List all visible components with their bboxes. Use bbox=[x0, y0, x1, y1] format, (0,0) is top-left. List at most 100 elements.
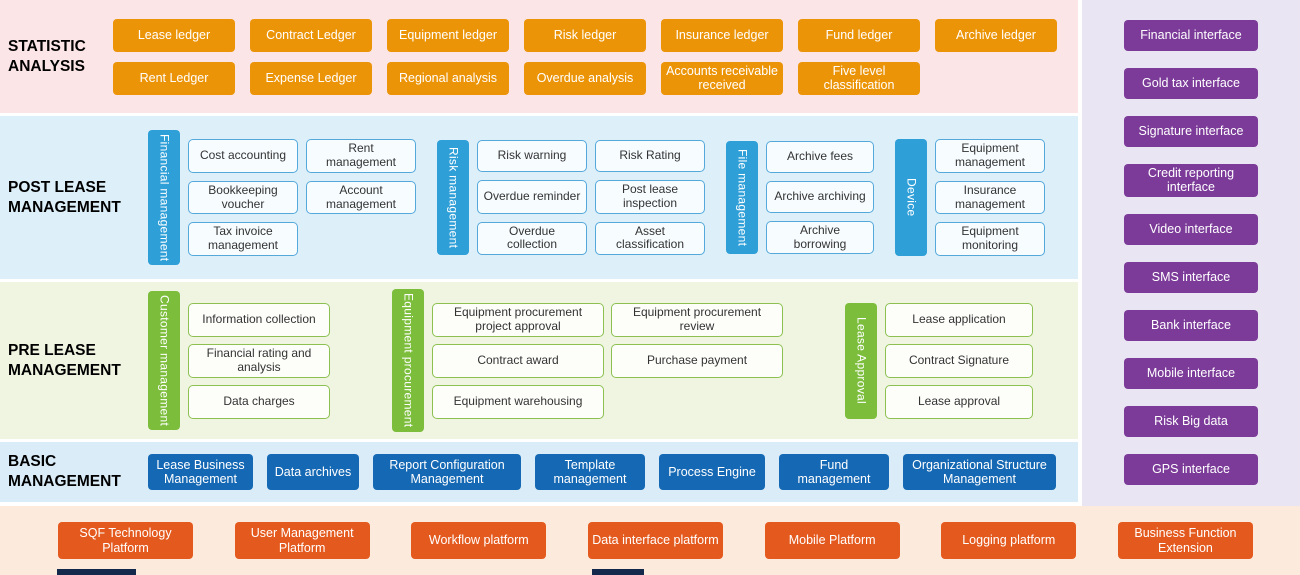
module-lease-application[interactable]: Lease application bbox=[885, 302, 1033, 337]
basic-chip-row: Lease Business Management Data archives … bbox=[148, 442, 1078, 502]
interface-chip-video[interactable]: Video interface bbox=[1124, 213, 1258, 245]
device-items: Equipment management Insurance managemen… bbox=[935, 139, 1045, 256]
interface-chip-credit-reporting[interactable]: Credit reporting interface bbox=[1124, 164, 1258, 197]
interface-chip-gps[interactable]: GPS interface bbox=[1124, 453, 1258, 485]
basic-section-title: BASIC MANAGEMENT bbox=[8, 452, 121, 490]
platform-chip-mobile[interactable]: Mobile Platform bbox=[764, 522, 900, 559]
module-account-management[interactable]: Account management bbox=[306, 180, 416, 215]
module-rent-management[interactable]: Rent management bbox=[306, 139, 416, 173]
post-lease-section-title: POST LEASE MANAGEMENT bbox=[8, 178, 121, 216]
group-customer-management: Customer management Information collecti… bbox=[148, 290, 330, 431]
statistic-section-title: STATISTIC ANALYSIS bbox=[8, 37, 86, 75]
stat-chip-expense-ledger[interactable]: Expense Ledger bbox=[250, 61, 372, 95]
group-equipment-procurement: Equipment procurement Equipment procurem… bbox=[392, 289, 783, 432]
module-data-charges[interactable]: Data charges bbox=[188, 384, 330, 419]
platform-chip-sqf-technology[interactable]: SQF Technology Platform bbox=[58, 522, 193, 559]
stat-chip-risk-ledger[interactable]: Risk ledger bbox=[524, 18, 646, 52]
stat-chip-contract-ledger[interactable]: Contract Ledger bbox=[250, 18, 372, 52]
risk-items: Risk warning Risk Rating Overdue reminde… bbox=[477, 139, 705, 256]
group-label-financial-management: Financial management bbox=[148, 129, 180, 266]
basic-chip-template-management[interactable]: Template management bbox=[535, 454, 645, 490]
customer-items: Information collection Financial rating … bbox=[188, 291, 330, 430]
interface-chip-sms[interactable]: SMS interface bbox=[1124, 261, 1258, 293]
module-overdue-reminder[interactable]: Overdue reminder bbox=[477, 179, 587, 214]
group-label-equipment-procurement: Equipment procurement bbox=[392, 289, 424, 432]
basic-chip-data-archives[interactable]: Data archives bbox=[267, 454, 359, 490]
group-lease-approval: Lease Approval Lease application Contrac… bbox=[845, 302, 1033, 419]
module-procurement-project-approval[interactable]: Equipment procurement project approval bbox=[432, 302, 604, 337]
interface-chip-financial[interactable]: Financial interface bbox=[1124, 20, 1258, 51]
post-lease-groups: Financial management Cost accounting Ren… bbox=[148, 116, 1078, 279]
stat-chip-insurance-ledger[interactable]: Insurance ledger bbox=[661, 18, 783, 52]
module-bookkeeping-voucher[interactable]: Bookkeeping voucher bbox=[188, 180, 298, 215]
platform-chip-business-function-extension[interactable]: Business Function Extension bbox=[1117, 522, 1253, 559]
group-label-device: Device bbox=[895, 139, 927, 256]
interface-chip-mobile[interactable]: Mobile interface bbox=[1124, 357, 1258, 389]
basic-section: BASIC MANAGEMENT Lease Business Manageme… bbox=[0, 442, 1078, 502]
stat-chip-rent-ledger[interactable]: Rent Ledger bbox=[113, 61, 235, 95]
module-cost-accounting[interactable]: Cost accounting bbox=[188, 139, 298, 173]
group-risk-management: Risk management Risk warning Risk Rating… bbox=[437, 139, 705, 256]
platform-bar: SQF Technology Platform User Management … bbox=[0, 506, 1300, 575]
module-risk-rating[interactable]: Risk Rating bbox=[595, 139, 705, 172]
main-column: STATISTIC ANALYSIS Lease ledger Contract… bbox=[0, 0, 1078, 502]
group-label-lease-approval: Lease Approval bbox=[845, 302, 877, 419]
basic-chip-fund-management[interactable]: Fund management bbox=[779, 454, 889, 490]
module-tax-invoice-management[interactable]: Tax invoice management bbox=[188, 222, 298, 256]
basic-chip-organizational-structure[interactable]: Organizational Structure Management bbox=[903, 454, 1056, 490]
module-purchase-payment[interactable]: Purchase payment bbox=[611, 343, 783, 378]
interface-sidebar: Financial interface Gold tax interface S… bbox=[1082, 0, 1300, 506]
platform-chip-user-management[interactable]: User Management Platform bbox=[234, 522, 370, 559]
cropped-window-fragment bbox=[57, 569, 136, 575]
module-overdue-collection[interactable]: Overdue collection bbox=[477, 221, 587, 256]
interface-chip-gold-tax[interactable]: Gold tax interface bbox=[1124, 68, 1258, 99]
module-asset-classification[interactable]: Asset classification bbox=[595, 221, 705, 256]
module-insurance-management[interactable]: Insurance management bbox=[935, 180, 1045, 215]
module-archive-borrowing[interactable]: Archive borrowing bbox=[766, 220, 874, 255]
platform-chip-logging[interactable]: Logging platform bbox=[941, 522, 1077, 559]
procurement-items: Equipment procurement project approval E… bbox=[432, 289, 783, 431]
module-post-lease-inspection[interactable]: Post lease inspection bbox=[595, 179, 705, 214]
statistic-chip-rows: Lease ledger Contract Ledger Equipment l… bbox=[113, 0, 1078, 113]
stat-chip-equipment-ledger[interactable]: Equipment ledger bbox=[387, 18, 509, 52]
group-label-customer-management: Customer management bbox=[148, 290, 180, 431]
module-equipment-monitoring[interactable]: Equipment monitoring bbox=[935, 222, 1045, 256]
lease-approval-items: Lease application Contract Signature Lea… bbox=[885, 302, 1033, 419]
pre-lease-section: PRE LEASE MANAGEMENT Customer management… bbox=[0, 282, 1078, 439]
platform-chip-data-interface[interactable]: Data interface platform bbox=[587, 522, 723, 559]
interface-chip-signature[interactable]: Signature interface bbox=[1124, 116, 1258, 147]
stat-chip-fund-ledger[interactable]: Fund ledger bbox=[798, 18, 920, 52]
module-archive-fees[interactable]: Archive fees bbox=[766, 140, 874, 173]
module-contract-award[interactable]: Contract award bbox=[432, 343, 604, 378]
platform-chip-workflow[interactable]: Workflow platform bbox=[411, 522, 547, 559]
top-row: STATISTIC ANALYSIS Lease ledger Contract… bbox=[0, 0, 1300, 506]
module-equipment-management[interactable]: Equipment management bbox=[935, 139, 1045, 173]
module-financial-rating[interactable]: Financial rating and analysis bbox=[188, 343, 330, 378]
module-procurement-review[interactable]: Equipment procurement review bbox=[611, 302, 783, 337]
stat-chip-regional-analysis[interactable]: Regional analysis bbox=[387, 61, 509, 95]
module-information-collection[interactable]: Information collection bbox=[188, 302, 330, 337]
module-lease-approval[interactable]: Lease approval bbox=[885, 384, 1033, 419]
module-contract-signature[interactable]: Contract Signature bbox=[885, 343, 1033, 378]
module-risk-warning[interactable]: Risk warning bbox=[477, 139, 587, 172]
group-file-management: File management Archive fees Archive arc… bbox=[726, 140, 874, 255]
module-archive-archiving[interactable]: Archive archiving bbox=[766, 180, 874, 213]
post-lease-section: POST LEASE MANAGEMENT Financial manageme… bbox=[0, 116, 1078, 279]
stat-chip-overdue-analysis[interactable]: Overdue analysis bbox=[524, 61, 646, 95]
basic-chip-report-configuration[interactable]: Report Configuration Management bbox=[373, 454, 521, 490]
interface-chip-risk-big-data[interactable]: Risk Big data bbox=[1124, 405, 1258, 437]
basic-chip-lease-business[interactable]: Lease Business Management bbox=[148, 454, 253, 490]
module-equipment-warehousing[interactable]: Equipment warehousing bbox=[432, 384, 604, 419]
interface-chip-bank[interactable]: Bank interface bbox=[1124, 309, 1258, 341]
basic-chip-process-engine[interactable]: Process Engine bbox=[659, 454, 765, 490]
stat-chip-accounts-receivable[interactable]: Accounts receivable received bbox=[661, 61, 783, 95]
statistic-section: STATISTIC ANALYSIS Lease ledger Contract… bbox=[0, 0, 1078, 113]
stat-chip-five-level[interactable]: Five level classification bbox=[798, 61, 920, 95]
stat-chip-lease-ledger[interactable]: Lease ledger bbox=[113, 18, 235, 52]
statistic-row-2: Rent Ledger Expense Ledger Regional anal… bbox=[113, 61, 1078, 95]
file-items: Archive fees Archive archiving Archive b… bbox=[766, 140, 874, 255]
stat-chip-archive-ledger[interactable]: Archive ledger bbox=[935, 18, 1057, 52]
group-label-file-management: File management bbox=[726, 140, 758, 255]
group-label-risk-management: Risk management bbox=[437, 139, 469, 256]
